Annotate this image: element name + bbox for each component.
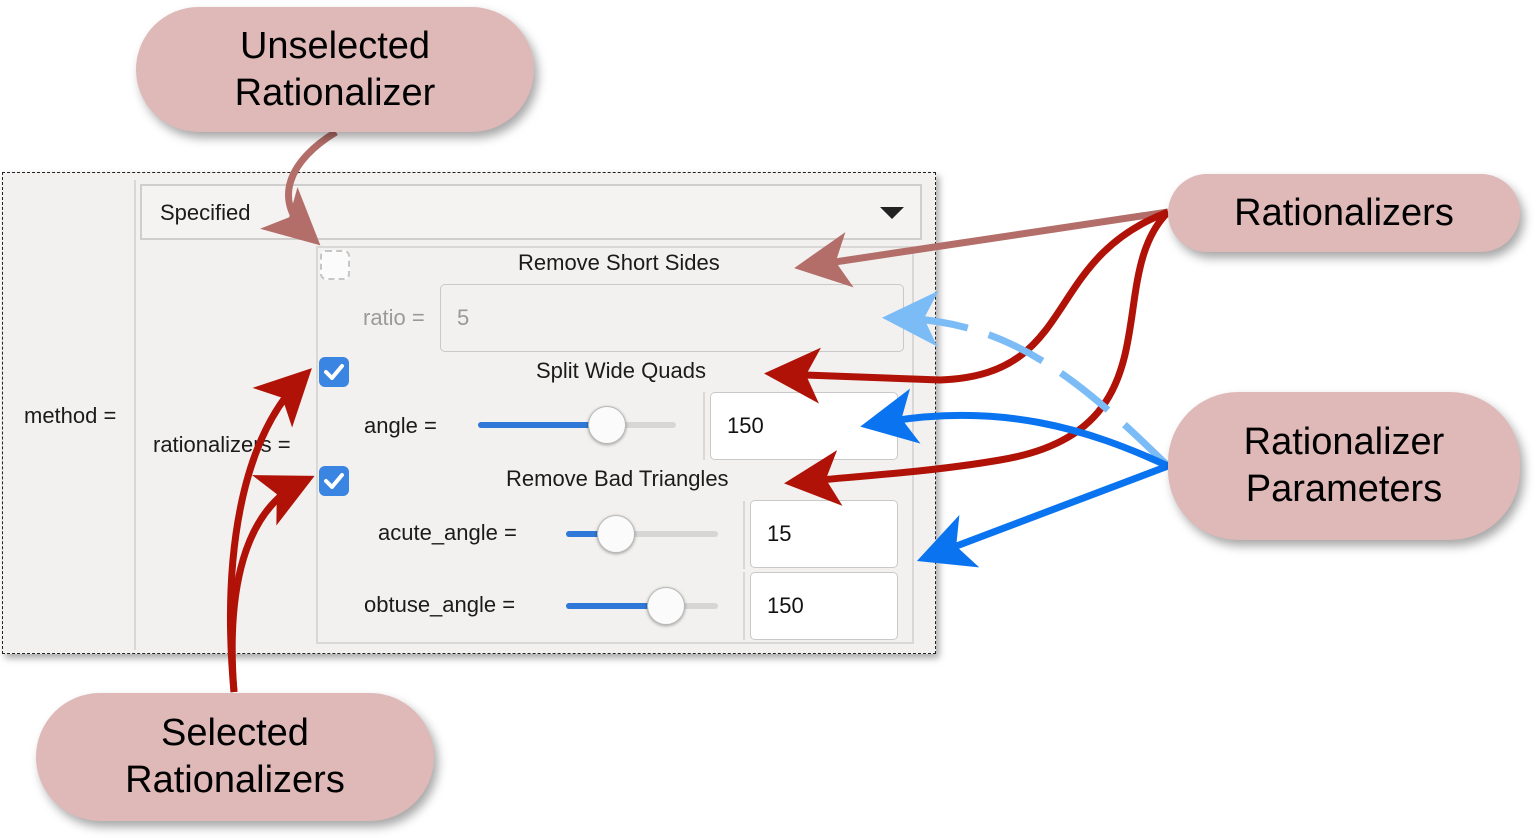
slider-thumb[interactable] — [647, 587, 685, 625]
arrow-param-bad-triangles — [916, 462, 1170, 568]
callout-text: Rationalizers — [1234, 191, 1454, 234]
checkbox-remove-short-sides[interactable] — [320, 250, 350, 280]
slider-fill — [566, 603, 666, 609]
slider-fill — [566, 531, 616, 537]
rationalizer-title: Remove Bad Triangles — [506, 466, 729, 491]
angle-value: 150 — [727, 413, 764, 438]
slider-thumb[interactable] — [597, 515, 635, 553]
param-label-ratio: ratio = — [363, 305, 425, 330]
ratio-value: 5 — [457, 305, 470, 330]
slider-thumb[interactable] — [588, 406, 626, 444]
divider — [743, 572, 745, 640]
checkmark-icon — [324, 364, 344, 380]
param-label-angle: angle = — [364, 413, 437, 438]
callout-text: Parameters — [1245, 468, 1443, 510]
divider — [134, 180, 136, 650]
angle-slider[interactable] — [478, 406, 676, 444]
obtuse-angle-value: 150 — [767, 593, 804, 618]
slider-fill — [478, 422, 607, 428]
method-dropdown-value: Specified — [160, 200, 251, 225]
method-label: method = — [24, 403, 117, 428]
obtuse-angle-slider[interactable] — [566, 587, 718, 625]
param-label-acute-angle: acute_angle = — [378, 520, 517, 545]
rationalizer-title: Split Wide Quads — [536, 358, 706, 383]
callout-text: Unselected — [239, 24, 431, 67]
acute-angle-value: 15 — [767, 521, 792, 546]
obtuse-angle-input[interactable]: 150 — [750, 572, 898, 640]
method-dropdown[interactable]: Specified — [140, 184, 922, 240]
checkbox-remove-bad-triangles[interactable] — [319, 466, 349, 496]
arrow-param-ratio — [882, 290, 1171, 469]
callout-text: Rationalizer — [234, 71, 436, 114]
rationalizer-title: Remove Short Sides — [518, 250, 720, 275]
param-label-obtuse-angle: obtuse_angle = — [364, 592, 516, 617]
angle-input[interactable]: 150 — [710, 392, 898, 460]
divider — [743, 501, 745, 569]
callout-rationalizers: Rationalizers — [1168, 174, 1520, 252]
ratio-input[interactable]: 5 — [440, 284, 904, 352]
acute-angle-input[interactable]: 15 — [750, 500, 898, 568]
checkmark-icon — [324, 473, 344, 489]
callout-text: Rationalizer — [1243, 421, 1445, 463]
chevron-down-icon[interactable] — [880, 207, 904, 219]
checkbox-split-wide-quads[interactable] — [319, 357, 349, 387]
acute-angle-slider[interactable] — [566, 515, 718, 553]
callout-text: Rationalizers — [125, 759, 345, 801]
callout-text: Selected — [161, 712, 309, 754]
divider — [703, 392, 705, 460]
rationalizers-label: rationalizers = — [153, 432, 291, 457]
